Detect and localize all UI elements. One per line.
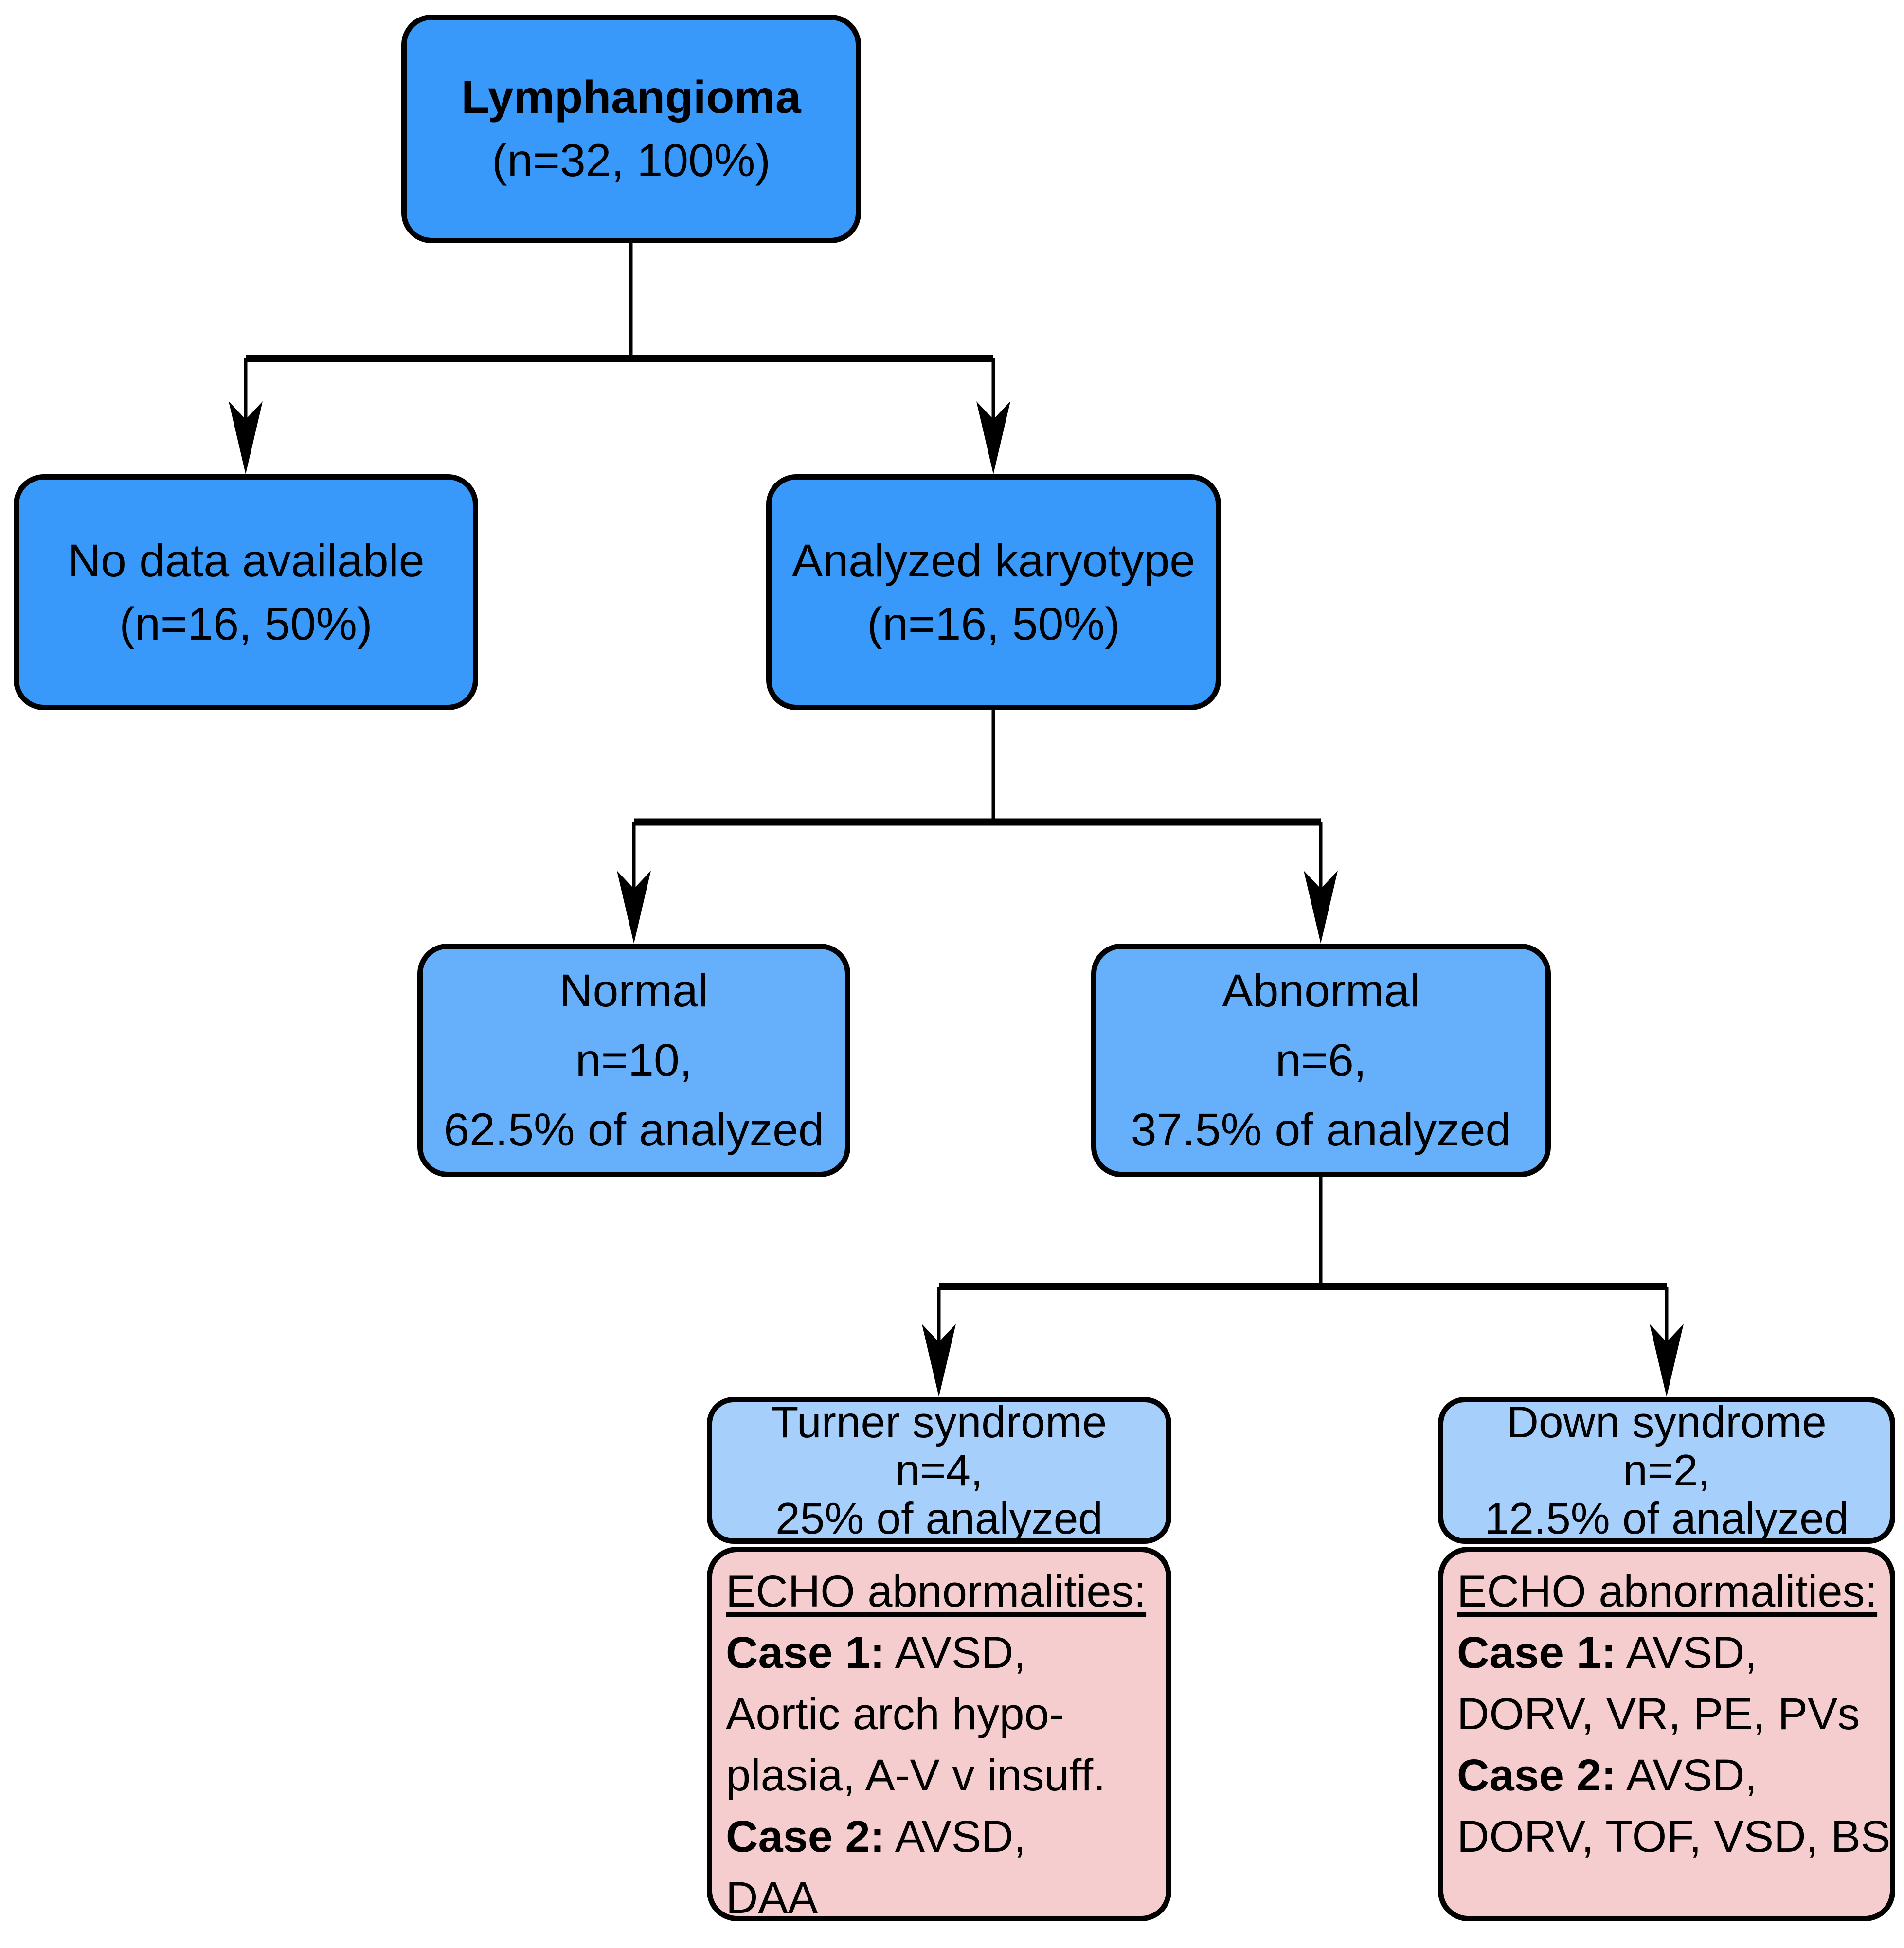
node-turner-syndrome: Turner syndrome n=4, 25% of analyzed [707,1397,1171,1544]
echo-line: Case 1: AVSD, [726,1622,1026,1683]
case-findings: plasia, A-V v insuff. [726,1751,1106,1800]
echo-line: Case 2: AVSD, [726,1806,1026,1867]
case-findings: Aortic arch hypo- [726,1689,1064,1739]
node-down-syndrome: Down syndrome n=2, 12.5% of analyzed [1438,1397,1895,1544]
case-findings: AVSD, [885,1628,1026,1678]
echo-line: DORV, TOF, VSD, BS [1457,1806,1890,1867]
node-abnormal-percent: 37.5% of analyzed [1131,1104,1511,1156]
node-down-count: n=2, [1623,1446,1710,1495]
case-label: Case 1: [726,1628,885,1678]
node-analyzed-label: Analyzed karyotype [791,535,1196,587]
arrowhead-down-icon [976,401,1010,474]
node-lymphangioma-title: Lymphangioma [461,71,801,123]
case-findings: AVSD, [885,1812,1026,1861]
node-lymphangioma: Lymphangioma (n=32, 100%) [401,15,861,243]
case-findings: DAA [726,1873,818,1923]
case-findings: DORV, TOF, VSD, BS [1457,1812,1891,1861]
node-normal-label: Normal [559,965,709,1017]
node-abnormal-karyotype: Abnormal n=6, 37.5% of analyzed [1091,944,1551,1177]
node-lymphangioma-count: (n=32, 100%) [491,135,771,186]
node-turner-percent: 25% of analyzed [775,1494,1103,1543]
node-analyzed-count: (n=16, 50%) [867,598,1120,650]
echo-line: DORV, VR, PE, PVs [1457,1683,1860,1745]
echo-line: plasia, A-V v insuff. [726,1745,1106,1806]
node-analyzed-karyotype: Analyzed karyotype (n=16, 50%) [766,474,1221,710]
case-findings: DORV, VR, PE, PVs [1457,1689,1860,1739]
node-abnormal-label: Abnormal [1222,965,1420,1017]
case-findings: AVSD, [1616,1751,1758,1800]
arrowhead-down-icon [922,1324,956,1397]
node-no-data-count: (n=16, 50%) [119,598,373,650]
echo-line: Case 2: AVSD, [1457,1745,1757,1806]
node-turner-count: n=4, [895,1446,983,1495]
node-normal-percent: 62.5% of analyzed [444,1104,824,1156]
node-no-data-available: No data available (n=16, 50%) [14,474,478,710]
node-turner-echo-abnormalities: ECHO abnormalities: Case 1: AVSD, Aortic… [707,1547,1171,1923]
echo-line: DAA [726,1867,818,1929]
echo-heading: ECHO abnormalities: [1457,1567,1878,1616]
arrowhead-down-icon [1650,1324,1684,1397]
case-label: Case 2: [1457,1751,1617,1800]
node-down-percent: 12.5% of analyzed [1484,1494,1849,1543]
arrowhead-down-icon [229,401,263,474]
node-normal-karyotype: Normal n=10, 62.5% of analyzed [417,944,850,1177]
case-findings: AVSD, [1616,1628,1758,1678]
arrowhead-down-icon [617,871,651,944]
node-no-data-label: No data available [67,535,425,587]
arrowhead-down-icon [1304,871,1338,944]
node-abnormal-count: n=6, [1275,1034,1367,1086]
echo-heading: ECHO abnormalities: [726,1567,1147,1616]
node-down-label: Down syndrome [1507,1397,1827,1447]
node-turner-label: Turner syndrome [771,1397,1107,1447]
case-label: Case 1: [1457,1628,1617,1678]
echo-line: Aortic arch hypo- [726,1683,1064,1745]
echo-line: Case 1: AVSD, [1457,1622,1757,1683]
case-label: Case 2: [726,1812,885,1861]
node-down-echo-abnormalities: ECHO abnormalities: Case 1: AVSD, DORV, … [1438,1547,1895,1921]
node-normal-count: n=10, [575,1034,693,1086]
